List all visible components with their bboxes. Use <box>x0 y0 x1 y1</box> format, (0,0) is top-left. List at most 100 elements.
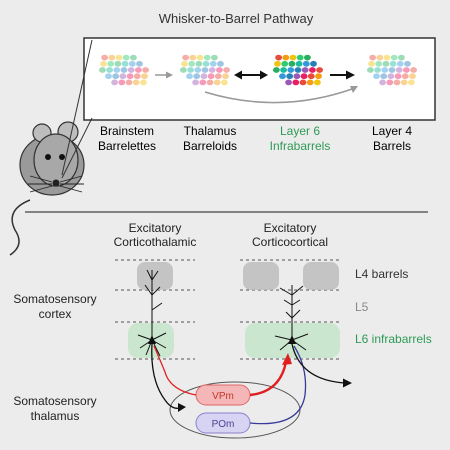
barrel-dot <box>187 67 195 73</box>
zoom-line-top <box>61 39 93 176</box>
soma-corticocortical <box>288 335 296 344</box>
arrow-thalamus-l4-curved <box>204 87 356 104</box>
barrel-dot <box>128 60 136 67</box>
barrel-dot <box>383 54 391 61</box>
barrel-dot <box>280 67 287 73</box>
barrel-dot <box>387 73 395 80</box>
barrel-cluster-brainstem <box>99 54 150 86</box>
barrel-dot <box>302 60 310 67</box>
layer-label-l6: L6 infrabarrels <box>355 332 432 346</box>
stage-label-brainstem-2: Barrelettes <box>98 139 156 153</box>
barrel-dot <box>390 54 398 61</box>
barrel-dot <box>373 73 380 80</box>
cluster-arrows <box>155 70 358 104</box>
barrel-dot <box>292 79 300 86</box>
barrel-dot <box>395 67 403 73</box>
barrel-dot <box>106 67 113 73</box>
barrel-dot <box>398 54 405 61</box>
arrowhead-cc-out <box>343 378 352 388</box>
barrel-dot <box>282 54 290 61</box>
barrel-dot <box>410 67 417 73</box>
zoom-line-bottom <box>61 117 93 179</box>
barrel-dot <box>105 73 112 80</box>
barrel-dot <box>296 54 304 61</box>
barrel-dot <box>186 73 193 80</box>
barrel-dot <box>217 60 224 67</box>
barrel-dot <box>316 67 323 73</box>
barrel-dot <box>118 79 126 86</box>
barrel-dot <box>275 54 282 61</box>
barrel-dot <box>274 60 281 67</box>
axon-cc-out <box>291 343 346 384</box>
barrel-dot <box>130 54 137 61</box>
stage-label-layer4-1: Layer 4 <box>372 124 412 138</box>
barrel-dot <box>182 54 190 61</box>
l4-barrel-cc-right <box>303 262 339 290</box>
barrel-dot <box>288 60 296 67</box>
region-thalamus-line1: Somatosensory <box>13 394 96 408</box>
barrel-dot <box>196 54 204 61</box>
stage-label-layer6-1: Layer 6 <box>280 124 320 138</box>
barrel-dot <box>132 79 140 86</box>
barrel-dot <box>379 79 386 86</box>
region-cortex-line1: Somatosensory <box>13 292 96 306</box>
barrel-dot <box>200 73 208 80</box>
barrel-dot <box>273 67 280 73</box>
barrel-dot <box>213 79 221 86</box>
barrel-dot <box>194 67 202 73</box>
barrel-dot <box>382 60 390 67</box>
mouse-tail <box>9 199 31 256</box>
pom-label: POm <box>212 419 235 430</box>
vpm-label: VPm <box>212 391 234 402</box>
barrel-dot <box>122 54 130 61</box>
column-cc-line1: Excitatory <box>264 221 317 235</box>
barrel-dot <box>304 54 311 61</box>
barrel-dot <box>309 67 316 73</box>
mouse-eye-left <box>45 154 51 160</box>
vpm-to-l6-cc <box>249 361 288 397</box>
barrel-cluster-thalamus <box>180 54 231 86</box>
stage-label-layer4-2: Barrels <box>373 139 411 153</box>
stage-label-layer6-2: Infrabarrels <box>270 139 331 153</box>
column-ct-line1: Excitatory <box>129 221 182 235</box>
barrel-dot <box>202 60 210 67</box>
barrel-dot <box>404 60 411 67</box>
barrel-dot <box>188 60 196 67</box>
arrowhead-ct-thalamus <box>178 403 186 412</box>
barrel-dot <box>368 60 375 67</box>
barrel-dot <box>307 73 315 80</box>
barrel-dot <box>135 67 142 73</box>
barrel-dot <box>193 73 201 80</box>
barrel-dot <box>99 67 106 73</box>
barrel-dot <box>192 79 200 86</box>
barrel-dot <box>195 60 203 67</box>
barrel-dot <box>394 73 402 80</box>
barrel-dot <box>206 79 214 86</box>
barrel-dot <box>223 67 231 73</box>
layer-label-l5: L5 <box>355 300 369 314</box>
barrel-dot <box>101 54 108 61</box>
layer-label-l4: L4 barrels <box>355 267 408 281</box>
barrel-dot <box>115 54 123 61</box>
barrel-dot <box>208 67 216 73</box>
stage-label-brainstem-1: Brainstem <box>100 124 154 138</box>
vpm-to-l6-ct <box>153 345 197 396</box>
barrel-dot <box>287 67 295 73</box>
barrel-dot <box>121 60 129 67</box>
barrel-dot <box>381 67 389 73</box>
barrel-dot <box>114 60 122 67</box>
arrowhead-vpm-cc <box>282 353 292 365</box>
barrel-dot <box>375 60 383 67</box>
barrel-dot <box>393 79 401 86</box>
barrel-dot <box>125 79 133 86</box>
barrel-dot <box>376 54 384 61</box>
barrel-dot <box>180 67 187 73</box>
barrel-dot <box>214 73 222 80</box>
barrel-dot <box>314 79 321 86</box>
barrel-dot <box>113 67 121 73</box>
barrel-clusters <box>99 54 417 86</box>
barrel-dot <box>409 73 416 80</box>
barrel-dot <box>142 67 150 73</box>
barrel-dot <box>100 60 107 67</box>
barrel-dot <box>136 60 143 67</box>
